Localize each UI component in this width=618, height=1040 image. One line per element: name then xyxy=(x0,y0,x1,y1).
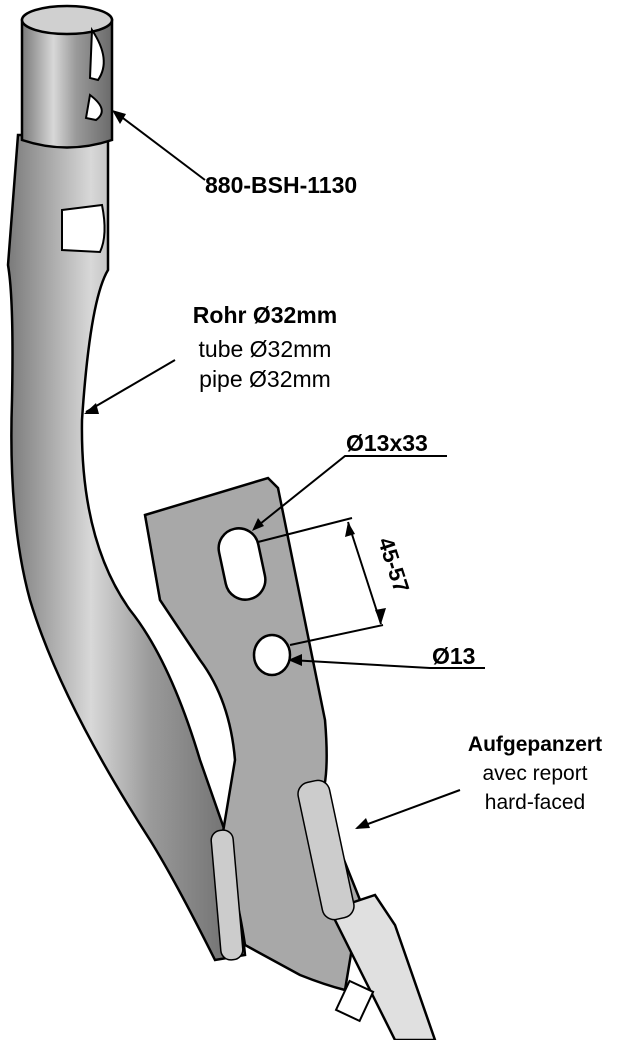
tube-body xyxy=(6,133,247,962)
hardfacing-label-en: hard-faced xyxy=(484,791,586,814)
arrowheads xyxy=(84,110,386,829)
part-number-label: 880-BSH-1130 xyxy=(205,172,358,198)
slot-dimension-label: Ø13x33 xyxy=(346,430,428,456)
leader-lines xyxy=(85,111,485,829)
socket-opening xyxy=(20,4,114,36)
tube-label-fr: tube Ø32mm xyxy=(198,336,332,362)
slot-hole xyxy=(217,527,267,601)
hardfacing-label-title: Aufgepanzert xyxy=(467,733,603,756)
tube-label-title: Rohr Ø32mm xyxy=(192,302,338,328)
mounting-plate xyxy=(143,476,362,992)
share-tip xyxy=(328,893,437,1040)
tube-label-en: pipe Ø32mm xyxy=(199,366,331,392)
round-hole xyxy=(252,633,292,677)
hardfacing-label-fr: avec report xyxy=(482,762,588,785)
hole-dimension-label: Ø13 xyxy=(432,643,476,669)
hardfacing-weld xyxy=(210,779,355,961)
